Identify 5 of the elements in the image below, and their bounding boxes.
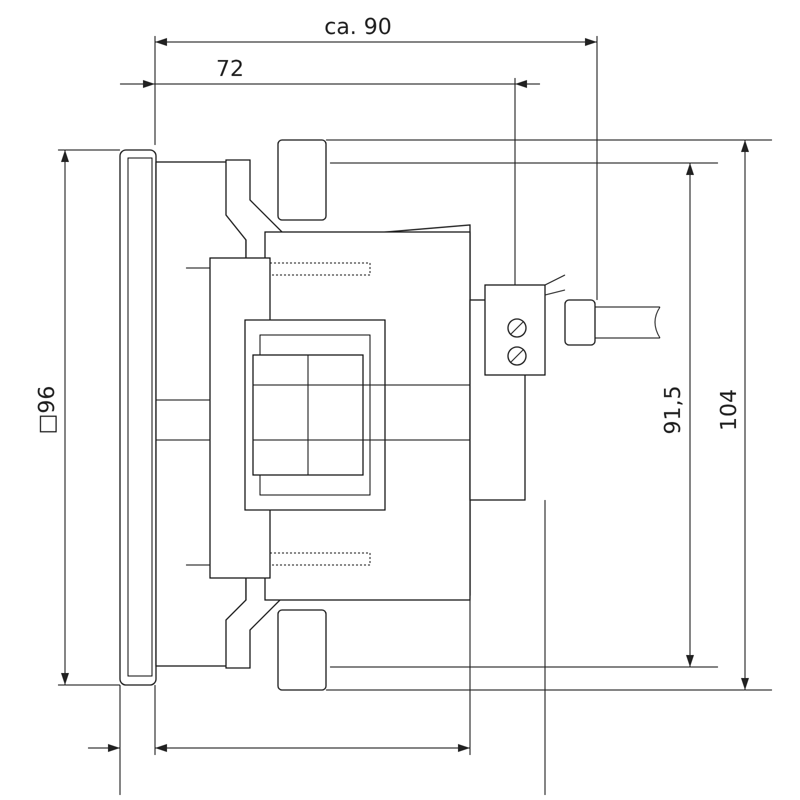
dimension-label: 72	[216, 59, 244, 81]
dimension-label: □96	[37, 386, 59, 434]
dimension-label: ca. 90	[324, 17, 392, 39]
dimension-label: 91,5	[663, 386, 685, 434]
dimension-label: 104	[719, 389, 741, 431]
